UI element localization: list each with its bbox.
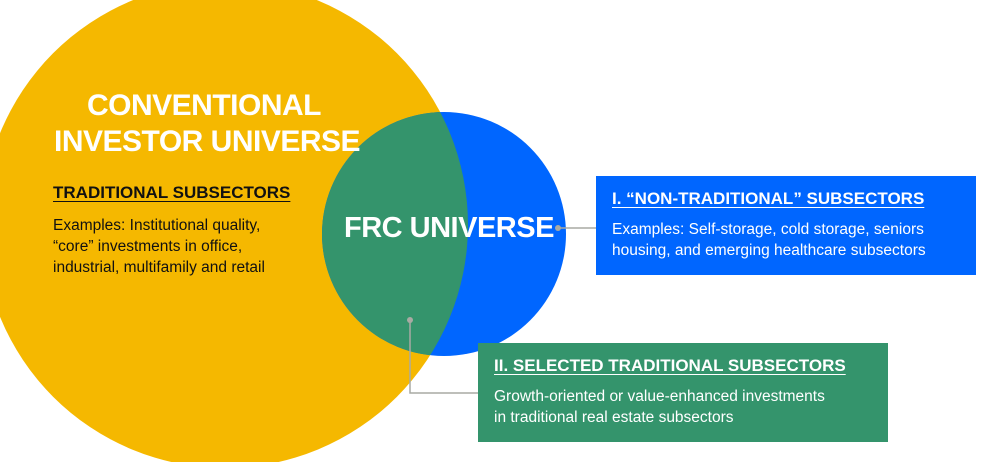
connector-selected-traditional — [409, 320, 478, 394]
non-traditional-body: Examples: Self-storage, cold storage, se… — [612, 219, 960, 261]
selected-traditional-heading: II. SELECTED TRADITIONAL SUBSECTORS — [494, 356, 846, 375]
non-traditional-body-line1: Examples: Self-storage, cold storage, se… — [612, 221, 924, 238]
non-traditional-heading: I. “NON-TRADITIONAL” SUBSECTORS — [612, 189, 925, 208]
non-traditional-box: I. “NON-TRADITIONAL” SUBSECTORS Examples… — [596, 176, 976, 275]
connector-dot-selected-traditional — [407, 317, 413, 323]
conventional-title-line1: CONVENTIONAL — [87, 89, 322, 122]
selected-traditional-body-line1: Growth-oriented or value-enhanced invest… — [494, 388, 825, 405]
conventional-universe-circle — [0, 0, 468, 462]
connector-dot-non-traditional — [555, 225, 561, 231]
selected-traditional-body: Growth-oriented or value-enhanced invest… — [494, 386, 872, 428]
traditional-body-line1: Examples: Institutional quality, — [53, 217, 261, 234]
conventional-title: CONVENTIONAL INVESTOR UNIVERSE — [54, 88, 361, 160]
overlap-region — [322, 112, 468, 356]
frc-universe-title: FRC UNIVERSE — [344, 212, 554, 244]
selected-traditional-box: II. SELECTED TRADITIONAL SUBSECTORS Grow… — [478, 343, 888, 442]
traditional-subsectors-heading: TRADITIONAL SUBSECTORS — [53, 183, 291, 202]
traditional-body-line2: “core” investments in office, — [53, 238, 243, 255]
conventional-title-line2: INVESTOR UNIVERSE — [54, 125, 361, 158]
traditional-body-line3: industrial, multifamily and retail — [53, 259, 265, 276]
traditional-subsectors-body: Examples: Institutional quality, “core” … — [53, 215, 265, 278]
non-traditional-body-line2: housing, and emerging healthcare subsect… — [612, 242, 926, 259]
selected-traditional-body-line2: in traditional real estate subsectors — [494, 409, 734, 426]
